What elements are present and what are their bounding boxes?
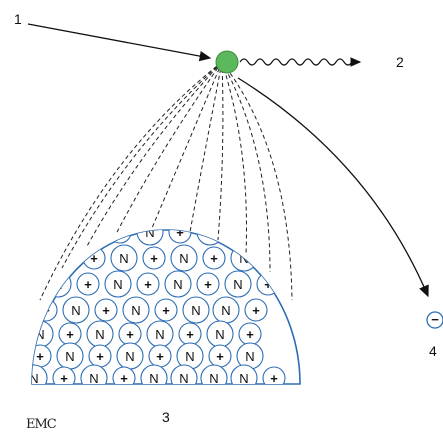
proton: [244, 298, 268, 322]
neutron-symbol: N: [89, 371, 98, 386]
proton-symbol: +: [120, 371, 128, 386]
field-lines: [39, 61, 293, 301]
neutron-symbol: N: [239, 371, 248, 386]
neutron-symbol: N: [131, 303, 140, 318]
neutron: [230, 364, 258, 384]
proton-symbol: +: [42, 303, 50, 318]
neutron-symbol: N: [95, 327, 104, 342]
neutron-symbol: N: [29, 371, 38, 386]
neutron-symbol: N: [179, 371, 188, 386]
proton: [76, 272, 100, 296]
neutron: [224, 270, 252, 298]
neutron: [110, 244, 138, 272]
neutron-symbol: N: [35, 327, 44, 342]
proton-symbol: +: [264, 277, 272, 292]
neutron-symbol: N: [221, 303, 230, 318]
neutron-symbol: N: [155, 327, 164, 342]
neutron-symbol: N: [215, 327, 224, 342]
proton-symbol: +: [186, 327, 194, 342]
proton-symbol: +: [246, 327, 254, 342]
proton-symbol: +: [252, 303, 260, 318]
proton-symbol: +: [60, 371, 68, 386]
neutron-symbol: N: [65, 349, 74, 364]
neutron-symbol: N: [53, 277, 62, 292]
neutron: [104, 270, 132, 298]
proton: [154, 298, 178, 322]
photon-wave-arrow: [239, 57, 362, 67]
proton-symbol: +: [176, 225, 184, 240]
proton-symbol: +: [96, 349, 104, 364]
neutron-symbol: N: [209, 371, 218, 386]
center-particle: [215, 50, 239, 74]
neutron-symbol: N: [119, 251, 128, 266]
nucleus: +N+N+N+N+NN+N+N+N++N+N+NN+N+N+N+N++N+N+N…: [29, 225, 301, 386]
label-emitted-photon: 2: [396, 54, 404, 70]
neutron: [122, 296, 150, 324]
proton: [52, 366, 76, 384]
proton-symbol: +: [162, 303, 170, 318]
incoming-path-arrow: [27, 23, 212, 62]
neutron-symbol: N: [233, 277, 242, 292]
neutron-symbol: N: [245, 349, 254, 364]
proton: [94, 298, 118, 322]
proton-symbol: +: [126, 327, 134, 342]
label-incoming: 1: [14, 11, 22, 27]
electron-symbol: −: [431, 312, 439, 327]
neutron: [80, 364, 108, 384]
proton-symbol: +: [36, 349, 44, 364]
proton: [196, 272, 220, 296]
proton-symbol: +: [90, 251, 98, 266]
neutron: [32, 364, 48, 384]
label-nucleus: 3: [162, 409, 170, 425]
scattered-path-arrow: [237, 77, 429, 298]
neutron: [182, 296, 210, 324]
proton-symbol: +: [270, 371, 278, 386]
neutron-symbol: N: [71, 303, 80, 318]
proton: [142, 246, 166, 270]
neutron-symbol: N: [149, 371, 158, 386]
proton-symbol: +: [102, 303, 110, 318]
neutron: [200, 364, 228, 384]
proton-symbol: +: [204, 277, 212, 292]
neutron-symbol: N: [145, 225, 154, 240]
proton: [112, 366, 136, 384]
neutron: [164, 270, 192, 298]
neutron: [170, 244, 198, 272]
neutron-symbol: N: [191, 303, 200, 318]
proton: [136, 272, 160, 296]
label-electron: 4: [429, 343, 437, 359]
proton-symbol: +: [156, 349, 164, 364]
neutron: [44, 270, 72, 298]
neutron: [140, 364, 168, 384]
proton-symbol: +: [144, 277, 152, 292]
proton-symbol: +: [84, 277, 92, 292]
publisher-logo: EMC: [26, 417, 57, 432]
proton-symbol: +: [210, 251, 218, 266]
neutron: [62, 296, 90, 324]
proton: [202, 246, 226, 270]
proton: [262, 366, 286, 384]
neutron-symbol: N: [173, 277, 182, 292]
electron: −: [426, 311, 443, 329]
neutron-symbol: N: [125, 349, 134, 364]
proton-symbol: +: [66, 327, 74, 342]
proton-symbol: +: [150, 251, 158, 266]
neutron: [170, 364, 198, 384]
neutron-symbol: N: [113, 277, 122, 292]
neutron-symbol: N: [179, 251, 188, 266]
proton-symbol: +: [216, 349, 224, 364]
nucleon-cluster: +N+N+N+N+NN+N+N+N++N+N+NN+N+N+N+N++N+N+N…: [29, 225, 286, 386]
neutron-symbol: N: [185, 349, 194, 364]
